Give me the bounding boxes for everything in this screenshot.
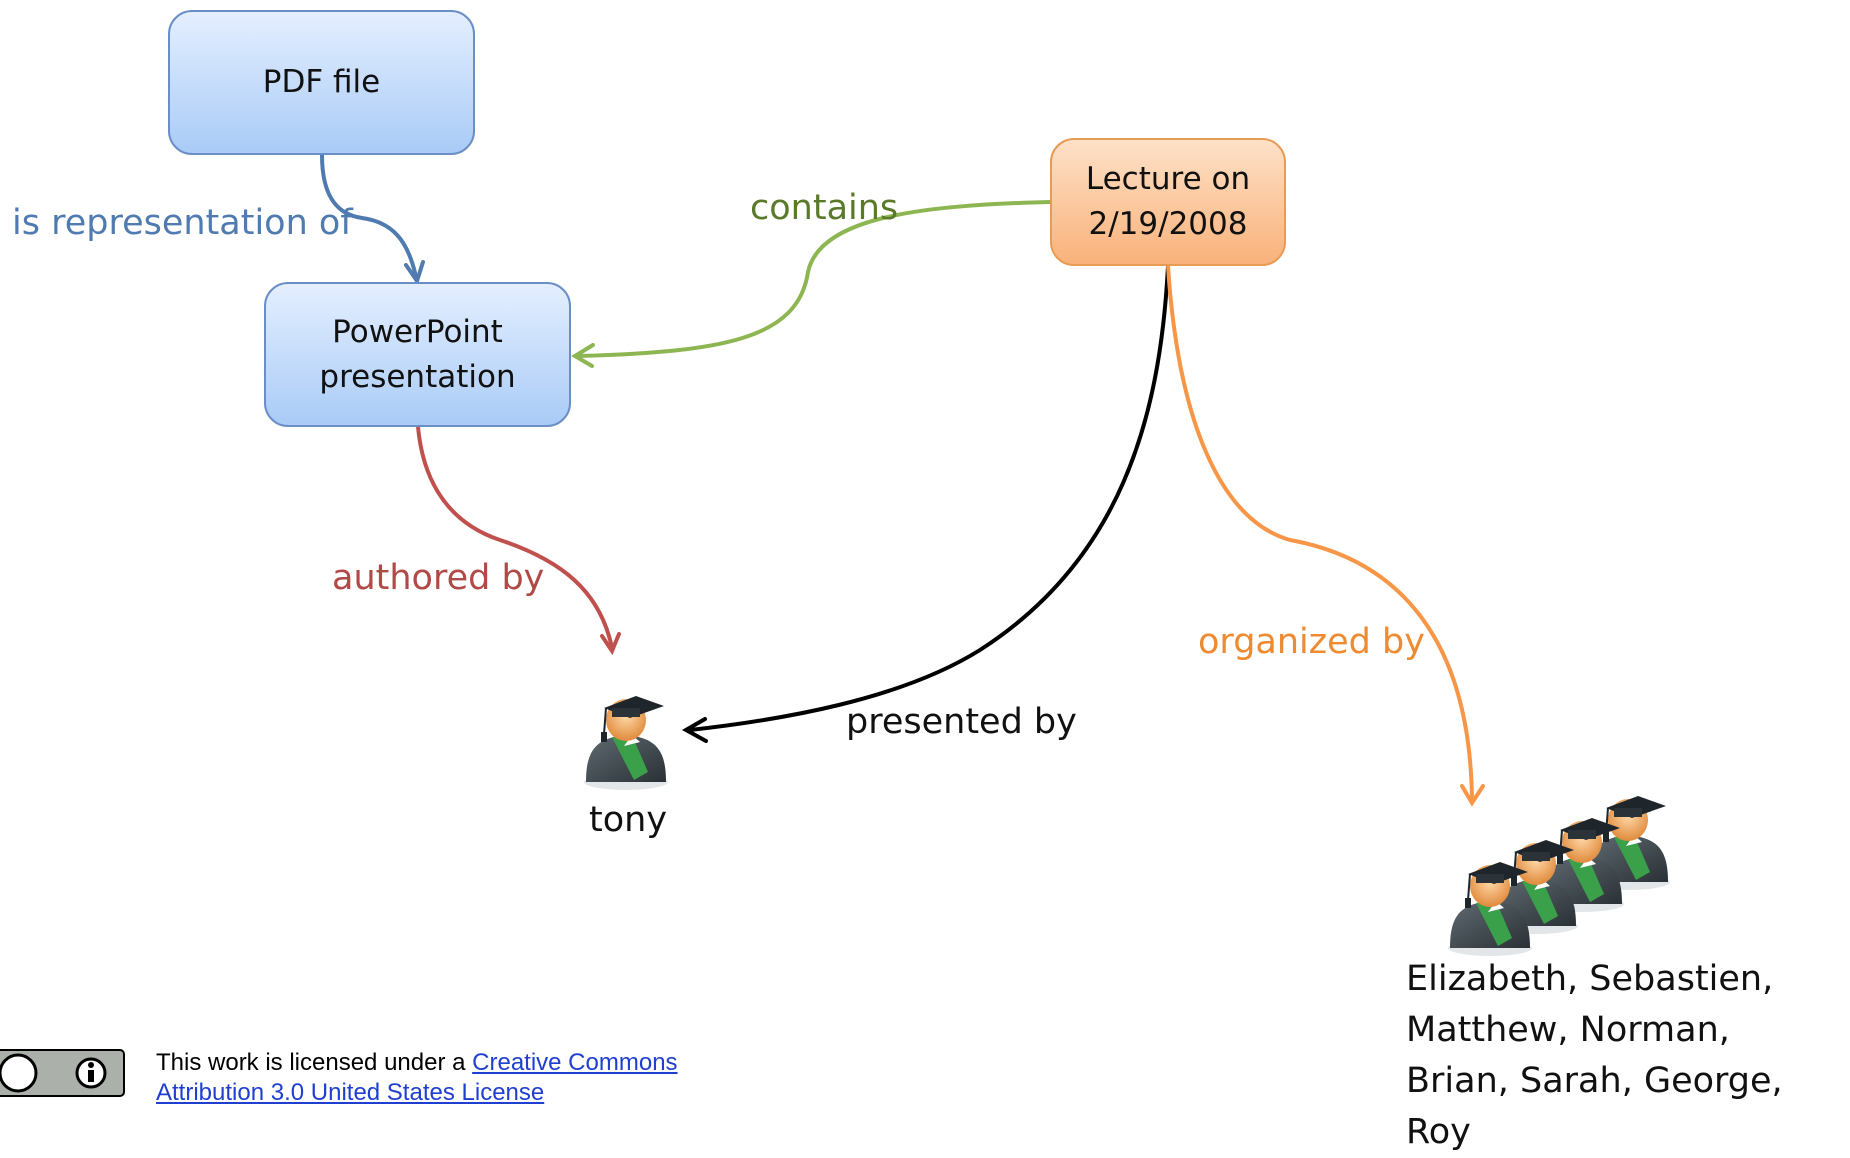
arrowhead-authored-by <box>600 632 621 656</box>
edge-organized-by <box>1166 265 1474 801</box>
person-names-organizers: Elizabeth, Sebastien, Matthew, Norman, B… <box>1406 959 1783 1152</box>
edge-authored-by <box>416 426 614 649</box>
edge-label-presented-by: presented by <box>846 702 1077 742</box>
edge-is-representation-of <box>320 154 418 278</box>
edge-contains <box>577 200 1051 358</box>
edge-presented-by <box>689 265 1170 732</box>
arrowhead-presented-by <box>681 717 708 743</box>
diagram-canvas <box>320 154 1671 957</box>
node-pdf-label: PDF file <box>262 64 381 100</box>
arrowhead-contains <box>571 343 595 368</box>
license-notice: This work is licensed under a Creative C… <box>156 1048 756 1108</box>
node-pdf-file: PDF file <box>168 10 475 155</box>
edge-label-is-representation-of: is representation of <box>12 203 353 243</box>
edge-label-authored-by: authored by <box>332 558 545 598</box>
node-lecture: Lecture on 2/19/2008 <box>1050 138 1286 266</box>
arrowhead-organized-by <box>1460 784 1485 807</box>
arrowhead-is-representation-of <box>404 260 425 286</box>
license-prefix: This work is licensed under a <box>156 1049 473 1076</box>
graduate-group-icon <box>1447 795 1671 957</box>
node-powerpoint-presentation: PowerPoint presentation <box>264 282 571 427</box>
cc-by-license-icon <box>0 1049 125 1097</box>
node-lecture-label: Lecture on 2/19/2008 <box>1085 161 1251 242</box>
graduate-icon <box>583 695 669 791</box>
node-powerpoint-label: PowerPoint presentation <box>319 313 516 395</box>
edge-label-contains: contains <box>750 188 899 228</box>
person-name-tony: tony <box>589 800 668 840</box>
edge-label-organized-by: organized by <box>1198 622 1425 662</box>
